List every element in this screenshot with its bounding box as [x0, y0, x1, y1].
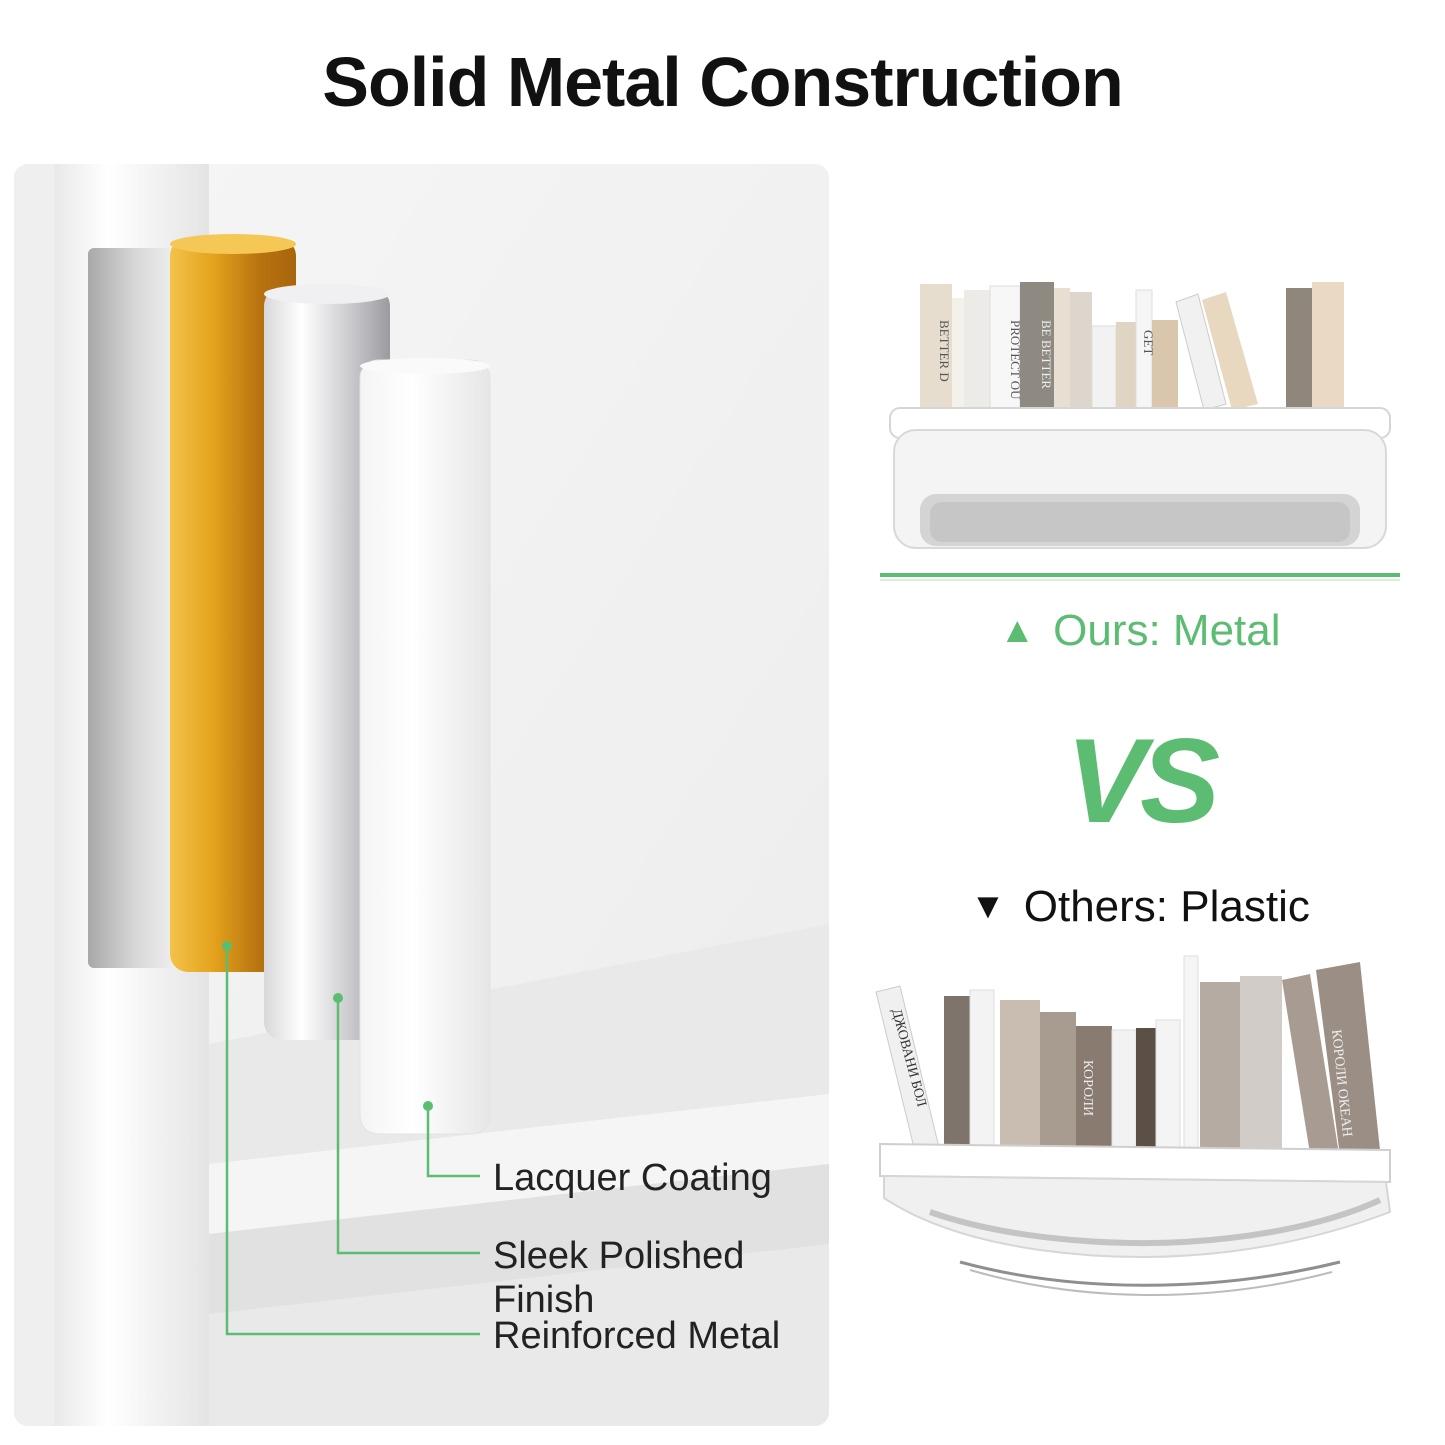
ours-metal-text: Ours: Metal: [1053, 606, 1281, 655]
layer-illustration-panel: Lacquer Coating Sleek Polished Finish Re…: [14, 164, 829, 1426]
svg-text:BE BETTER: BE BETTER: [1039, 320, 1054, 389]
triangle-down-icon: ▼: [970, 885, 1006, 926]
others-plastic-label: ▼ Others: Plastic: [860, 882, 1420, 932]
polished-finish-label: Sleek Polished Finish: [493, 1234, 744, 1322]
triangle-up-icon: ▲: [999, 609, 1036, 650]
callout-dot-reinforced: [222, 941, 232, 951]
svg-text:GET: GET: [1141, 330, 1156, 355]
layer-illustration: [14, 164, 829, 1426]
polished-finish-label-line2: Finish: [493, 1279, 595, 1321]
callout-dot-polished: [333, 993, 343, 1003]
lacquer-coating-layer: [359, 359, 491, 1135]
polished-finish-label-line1: Sleek Polished: [493, 1235, 745, 1277]
green-divider: [880, 573, 1400, 581]
callout-lines: [225, 946, 480, 1336]
metal-shelf-image: BETTER D PROTECT OU BE BETTER GET: [889, 282, 1391, 549]
metal-shelf-books: BETTER D PROTECT OU BE BETTER GET: [920, 282, 1344, 411]
callout-dot-lacquer: [423, 1101, 433, 1111]
others-plastic-text: Others: Plastic: [1023, 882, 1310, 931]
vs-text: VS: [1065, 714, 1220, 848]
ours-metal-label: ▲ Ours: Metal: [860, 606, 1420, 656]
polished-finish-layer: [264, 288, 390, 1040]
svg-text:PROTECT OU: PROTECT OU: [1008, 320, 1023, 400]
svg-text:КОРОЛИ: КОРОЛИ: [1080, 1060, 1095, 1116]
plastic-shelf-image: ДЖОВАНИ БОЛ КОРОЛИ КОРОЛИ ОКЕАН: [875, 955, 1392, 1296]
page-title: Solid Metal Construction: [322, 43, 1123, 121]
reinforced-metal-label: Reinforced Metal: [493, 1315, 781, 1357]
svg-text:BETTER D: BETTER D: [937, 320, 952, 382]
comparison-column: BETTER D PROTECT OU BE BETTER GET ▲ Ours:…: [860, 0, 1420, 1445]
pole-cutaway: [88, 248, 184, 968]
lacquer-coating-label: Lacquer Coating: [493, 1157, 772, 1199]
